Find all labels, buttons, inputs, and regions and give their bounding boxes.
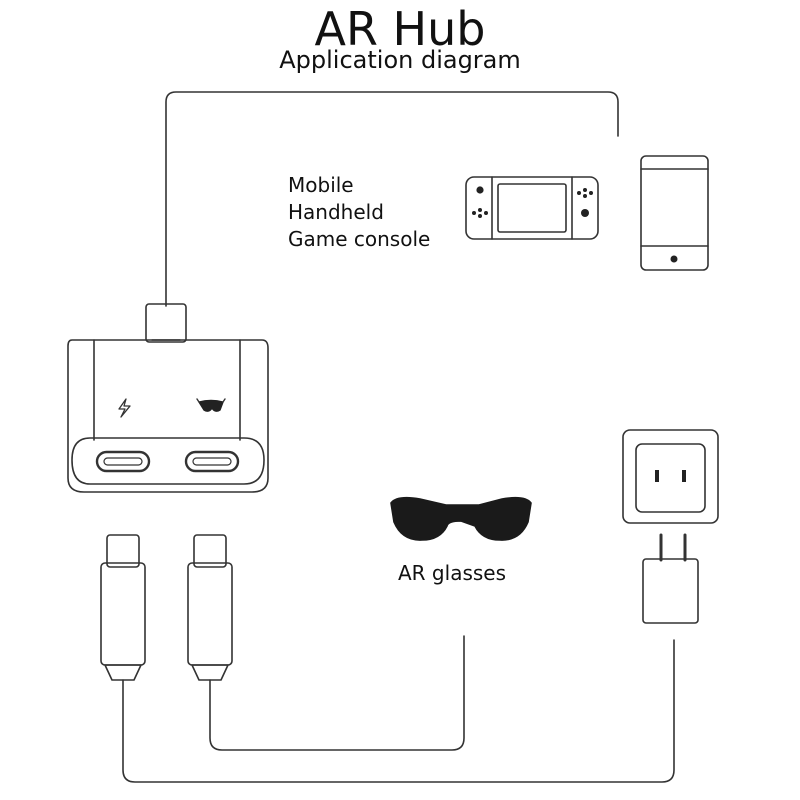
devices-label-line1: Mobile xyxy=(288,173,354,197)
usb-c-cable-left xyxy=(100,534,675,783)
hub-port-panel xyxy=(71,437,265,485)
diagram-subtitle: Application diagram xyxy=(279,46,521,74)
devices-label-line3: Game console xyxy=(288,227,431,251)
hub-plug xyxy=(145,303,187,343)
hub-body xyxy=(67,339,269,493)
ar-hub-icon xyxy=(67,303,269,493)
ar-glasses-label: AR glasses xyxy=(398,561,507,585)
ar-glasses-icon xyxy=(390,496,532,541)
phone-icon xyxy=(640,155,709,271)
hub-to-device-line xyxy=(165,91,619,307)
usb-c-cable-right xyxy=(187,534,465,751)
devices-label: Mobile Handheld Game console xyxy=(288,172,430,253)
handheld-console-icon xyxy=(465,176,599,240)
power-adapter-icon xyxy=(642,533,699,624)
devices-label-line2: Handheld xyxy=(288,200,384,224)
usb-c-port-right xyxy=(184,450,240,473)
glasses-icon xyxy=(196,398,226,412)
power-outlet-icon xyxy=(622,429,719,524)
diagram-title: AR Hub xyxy=(314,2,486,56)
lightning-icon xyxy=(118,398,131,418)
usb-c-port-left xyxy=(95,450,151,473)
